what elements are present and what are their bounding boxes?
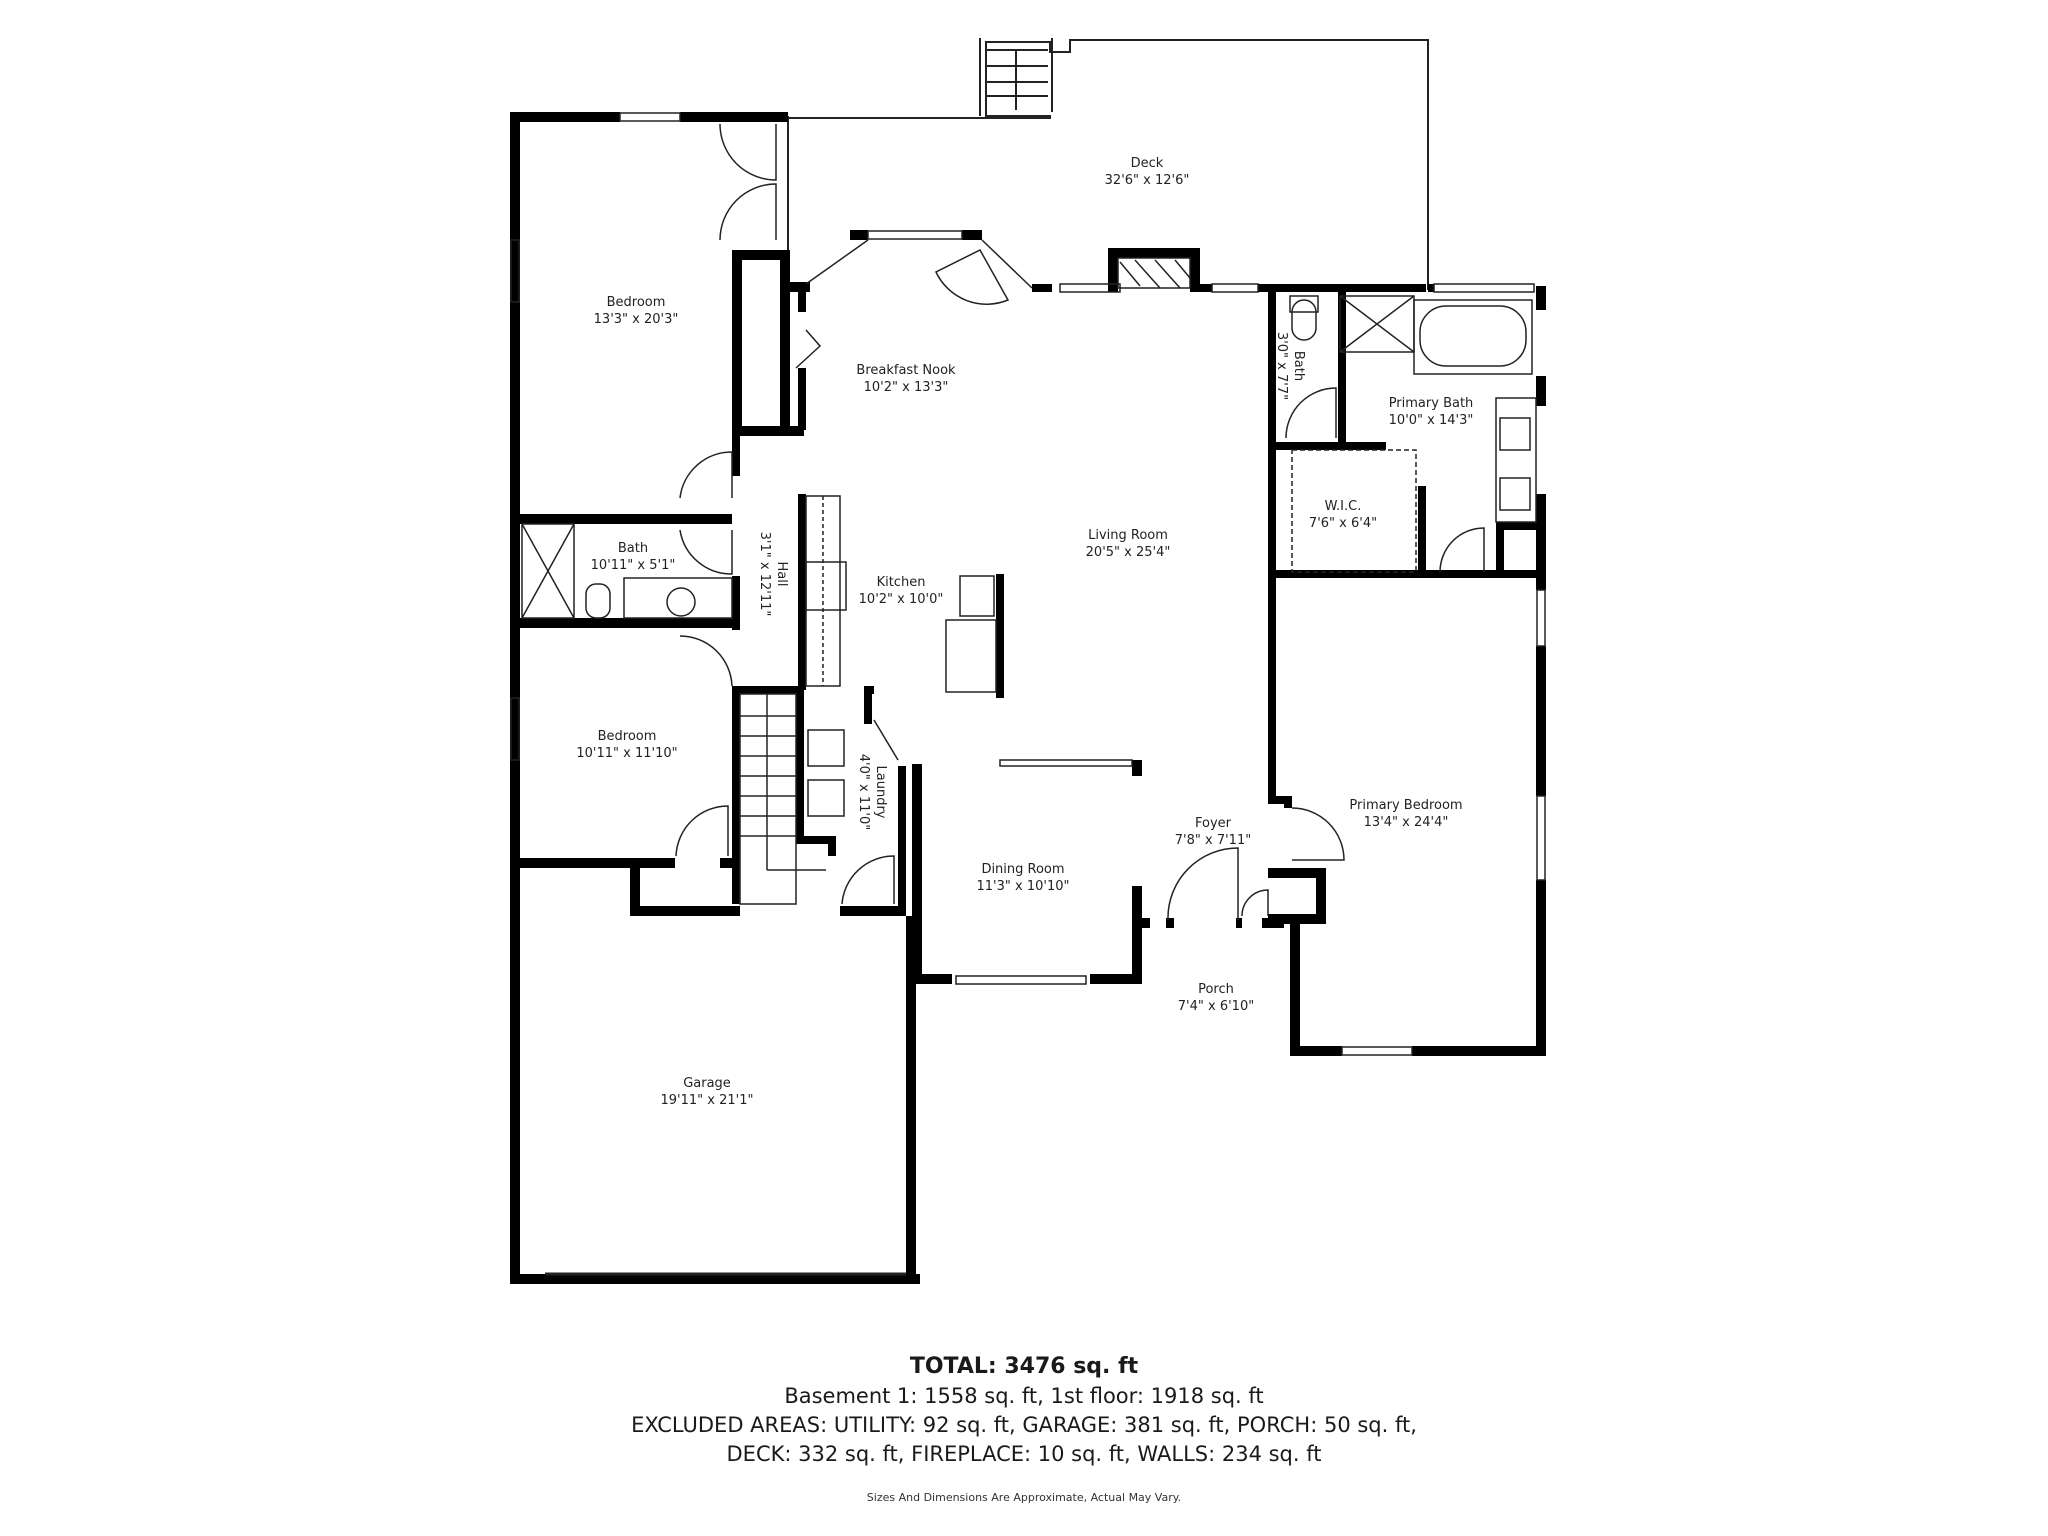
room-garage: Garage 19'11" x 21'1" bbox=[661, 1075, 754, 1109]
room-dims: 3'1" x 12'11" bbox=[757, 531, 772, 617]
room-deck: Deck 32'6" x 12'6" bbox=[1105, 155, 1190, 189]
room-living-room: Living Room 20'5" x 25'4" bbox=[1086, 527, 1171, 561]
room-dims: 4'0" x 11'0" bbox=[856, 753, 871, 831]
deck-outline bbox=[787, 38, 1429, 290]
room-name: Primary Bedroom bbox=[1349, 798, 1463, 813]
total-area: TOTAL: 3476 sq. ft bbox=[909, 1354, 1139, 1379]
room-dims: 7'4" x 6'10" bbox=[1177, 999, 1255, 1014]
room-dims: 11'3" x 10'10" bbox=[976, 879, 1070, 894]
room-name: Bath bbox=[1291, 350, 1306, 382]
room-primary-bath: Primary Bath 10'0" x 14'3" bbox=[1389, 395, 1474, 429]
room-name: Bedroom bbox=[597, 729, 657, 744]
room-name: Breakfast Nook bbox=[856, 363, 956, 378]
excluded-areas-line-1: EXCLUDED AREAS: UTILITY: 92 sq. ft, GARA… bbox=[631, 1413, 1417, 1437]
room-dims: 32'6" x 12'6" bbox=[1104, 173, 1190, 188]
room-wic: W.I.C. 7'6" x 6'4" bbox=[1309, 498, 1377, 532]
room-dims: 13'3" x 20'3" bbox=[593, 312, 679, 327]
floor-areas: Basement 1: 1558 sq. ft, 1st floor: 1918… bbox=[784, 1384, 1264, 1408]
room-name: Deck bbox=[1130, 156, 1164, 171]
room-name: Primary Bath bbox=[1388, 396, 1474, 411]
fixtures bbox=[510, 112, 1546, 1276]
room-bedroom-2: Bedroom 10'11" x 11'10" bbox=[576, 728, 677, 762]
room-dims: 10'0" x 14'3" bbox=[1388, 413, 1474, 428]
excluded-areas-line-2: DECK: 332 sq. ft, FIREPLACE: 10 sq. ft, … bbox=[726, 1442, 1322, 1466]
room-dims: 10'11" x 11'10" bbox=[576, 746, 678, 761]
room-kitchen: Kitchen 10'2" x 10'0" bbox=[859, 574, 944, 608]
room-dims: 10'2" x 10'0" bbox=[858, 592, 944, 607]
room-name: Porch bbox=[1198, 982, 1234, 997]
room-name: Bath bbox=[617, 541, 649, 556]
room-name: Kitchen bbox=[876, 575, 926, 590]
room-primary-bedroom: Primary Bedroom 13'4" x 24'4" bbox=[1349, 797, 1462, 831]
area-summary: TOTAL: 3476 sq. ft Basement 1: 1558 sq. … bbox=[0, 1352, 2048, 1504]
room-laundry: Laundry 4'0" x 11'0" bbox=[855, 754, 889, 830]
room-name: Hall bbox=[774, 561, 789, 587]
room-name: Foyer bbox=[1194, 816, 1232, 831]
room-breakfast-nook: Breakfast Nook 10'2" x 13'3" bbox=[856, 362, 955, 396]
room-hall: Hall 3'1" x 12'11" bbox=[756, 532, 790, 617]
room-dims: 10'2" x 13'3" bbox=[863, 380, 949, 395]
room-dims: 20'5" x 25'4" bbox=[1085, 545, 1171, 560]
room-name: W.I.C. bbox=[1324, 499, 1362, 514]
room-dims: 7'6" x 6'4" bbox=[1308, 516, 1378, 531]
room-name: Laundry bbox=[873, 765, 888, 819]
room-dims: 10'11" x 5'1" bbox=[590, 558, 676, 573]
room-bath-small: Bath 3'0" x 7'7" bbox=[1273, 332, 1307, 400]
room-name: Bedroom bbox=[606, 295, 666, 310]
room-foyer: Foyer 7'8" x 7'11" bbox=[1175, 815, 1251, 849]
room-porch: Porch 7'4" x 6'10" bbox=[1178, 981, 1254, 1015]
room-bath-2: Bath 10'11" x 5'1" bbox=[591, 540, 676, 574]
room-dining-room: Dining Room 11'3" x 10'10" bbox=[977, 861, 1070, 895]
disclaimer: Sizes And Dimensions Are Approximate, Ac… bbox=[866, 1491, 1182, 1504]
room-name: Garage bbox=[683, 1076, 731, 1091]
room-name: Dining Room bbox=[981, 862, 1065, 877]
room-dims: 7'8" x 7'11" bbox=[1174, 833, 1252, 848]
room-dims: 13'4" x 24'4" bbox=[1363, 815, 1449, 830]
room-dims: 19'11" x 21'1" bbox=[660, 1093, 754, 1108]
room-bedroom-1: Bedroom 13'3" x 20'3" bbox=[594, 294, 679, 328]
room-dims: 3'0" x 7'7" bbox=[1274, 331, 1289, 401]
room-name: Living Room bbox=[1088, 528, 1168, 543]
stairs bbox=[739, 693, 826, 905]
